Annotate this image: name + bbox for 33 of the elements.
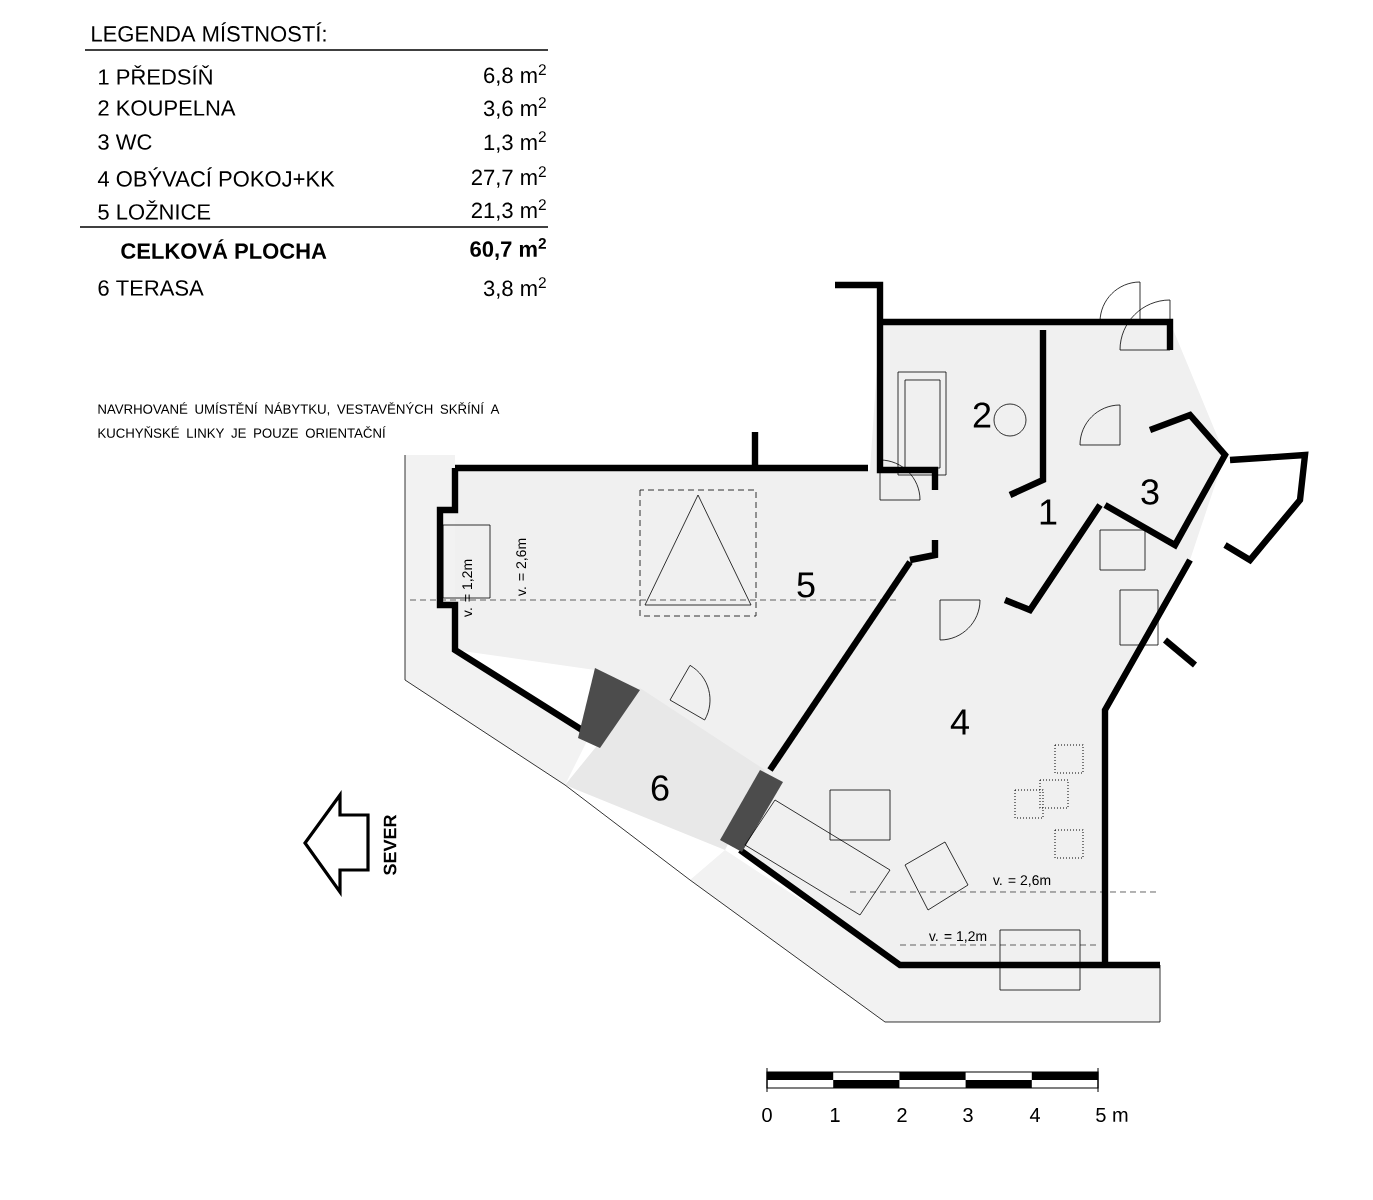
table-cell: CELKOVÁ PLOCHA [121,239,327,259]
height-label: v. = 2,6m [516,538,528,597]
legend-heading: LEGENDA MÍSTNOSTÍ: [92,22,326,42]
table-cell: 60,7 m$^{2}$ [470,237,546,261]
table-cell: 4 OBÝVACÍ POKOJ+KK [97,167,335,187]
scale-label: 5 m [1096,1108,1128,1122]
scale-label: 3 [963,1107,973,1123]
height-label: v. = 1,2m [928,931,987,943]
scale-label: 4 [1029,1108,1040,1122]
table-cell: 21,3 m$^{2}$ [471,199,546,221]
height-label: v. = 2,6m [992,875,1051,887]
scale-label: 1 [831,1108,840,1122]
table-cell: 3,8 m$^{2}$ [483,277,546,299]
table-cell: 1 PŘEDSÍŇ [99,65,212,85]
table-cell: 3,6 m$^{2}$ [483,97,546,119]
height-label: v. = 1,2m [462,559,474,618]
room-number: 1 [1040,499,1057,525]
note: NAVRHOVANÉ UMÍSTĚNÍ NÁBYTKU, VESTAVĚNÝCH SKŘÍNÍ A KUCHYŇSKÉ LINKY JE POUZE ORIENTAČNÍ [98,402,500,438]
room-number: 2 [973,402,991,428]
table-cell: 6,8 m$^{2}$ [484,64,546,86]
room-number: 4 [950,709,969,735]
table-cell: 2 KOUPELNA [98,100,236,116]
compass-label: SEVER [383,814,397,875]
table-cell: 6 TERASA [98,280,204,296]
room-number: 6 [651,775,669,801]
table-cell: 5 LOŽNICE [98,200,211,220]
scale-label: 0 [762,1107,772,1123]
room-number: 3 [1141,479,1159,505]
table-cell: 3 WC [98,134,152,150]
table-cell: 27,7 m$^{2}$ [471,166,546,188]
table-cell: 1,3 m$^{2}$ [484,131,546,153]
scale-label: 2 [897,1108,907,1122]
room-number: 5 [797,572,815,598]
